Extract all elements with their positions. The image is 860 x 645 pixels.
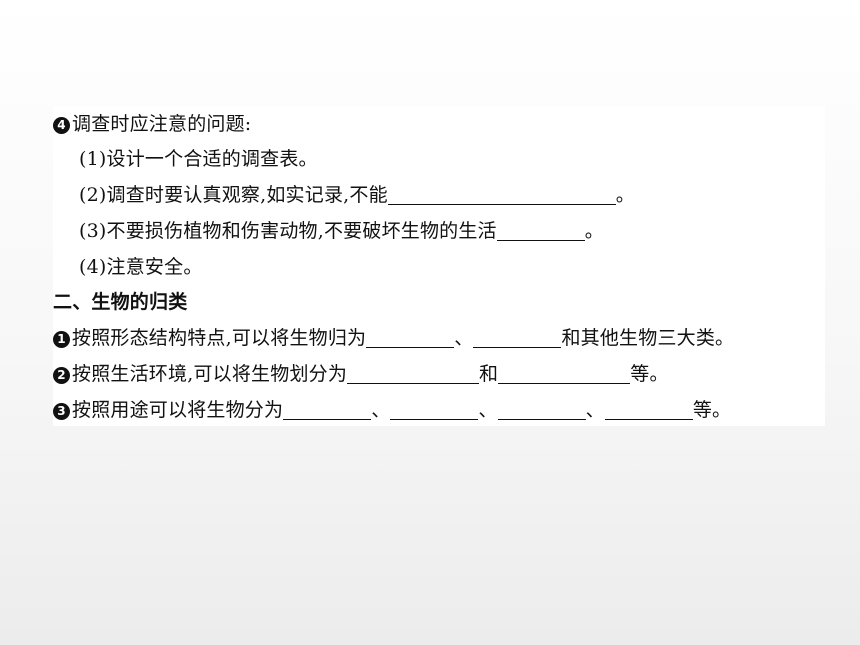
- answer-blank[interactable]: [347, 363, 480, 384]
- answer-blank[interactable]: [498, 363, 631, 384]
- question-4-text: 调查时应注意的问题:: [72, 113, 252, 135]
- answer-blank[interactable]: [366, 327, 455, 348]
- question-2-text: 按照生活环境,可以将生物划分为: [72, 363, 348, 385]
- number-badge-2: 2: [53, 367, 70, 384]
- answer-blank[interactable]: [473, 327, 562, 348]
- question-1-text: 按照形态结构特点,可以将生物归为: [72, 327, 367, 349]
- number-badge-4: 4: [53, 117, 70, 134]
- answer-blank[interactable]: [390, 399, 479, 420]
- separator: 、: [478, 399, 498, 421]
- question-2-end: 等。: [630, 363, 669, 385]
- separator: 、: [454, 327, 474, 349]
- sub-item-2-end: 。: [615, 184, 635, 206]
- sub-item-4: (4)注意安全。: [79, 251, 203, 283]
- answer-blank[interactable]: [387, 184, 616, 205]
- sub-item-3-text: (3)不要损伤植物和伤害动物,不要破坏生物的生活: [79, 220, 497, 242]
- sub-item-2-text: (2)调查时要认真观察,如实记录,不能: [79, 184, 388, 206]
- answer-blank[interactable]: [604, 399, 693, 420]
- question-3-text: 按照用途可以将生物分为: [72, 399, 284, 421]
- sub-item-1-text: (1)设计一个合适的调查表。: [79, 148, 318, 170]
- sub-item-1: (1)设计一个合适的调查表。: [79, 143, 318, 175]
- number-badge-3: 3: [53, 403, 70, 420]
- question-2-mid: 和: [479, 363, 499, 385]
- question-3-end: 等。: [692, 399, 732, 421]
- number-badge-1: 1: [53, 331, 70, 348]
- separator: 、: [371, 399, 391, 421]
- answer-blank[interactable]: [283, 399, 372, 420]
- answer-blank[interactable]: [497, 399, 586, 420]
- answer-blank[interactable]: [496, 220, 585, 241]
- sub-item-3: (3)不要损伤植物和伤害动物,不要破坏生物的生活 。: [79, 215, 604, 247]
- separator: 、: [585, 399, 605, 421]
- question-1-end: 和其他生物三大类。: [561, 327, 735, 349]
- section-2-title: 二、生物的归类: [53, 291, 188, 313]
- sub-item-2: (2)调查时要认真观察,如实记录,不能 。: [79, 179, 635, 211]
- sub-item-3-end: 。: [584, 220, 604, 242]
- sub-item-4-text: (4)注意安全。: [79, 256, 203, 278]
